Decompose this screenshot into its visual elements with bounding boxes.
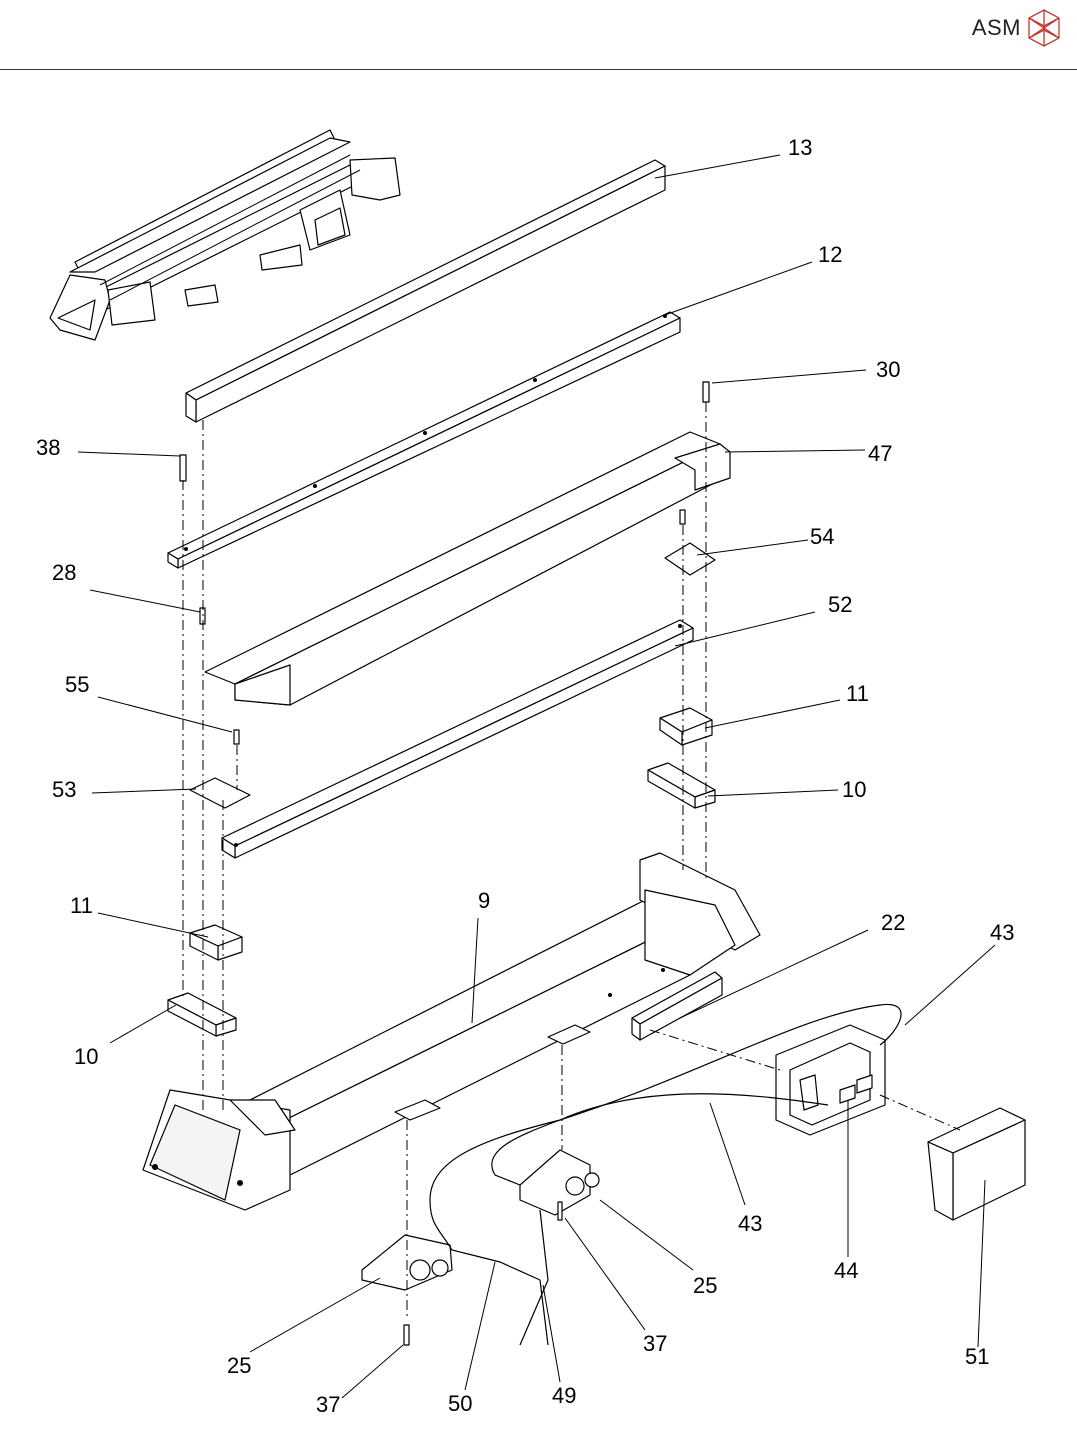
- label-10-right: 10: [842, 777, 866, 802]
- label-28: 28: [52, 560, 76, 585]
- asm-cube-logo-icon: [1027, 8, 1061, 48]
- label-10-left: 10: [74, 1044, 98, 1069]
- label-37-left: 37: [316, 1392, 340, 1417]
- part-13-top-rail: [186, 160, 665, 422]
- label-13: 13: [788, 135, 812, 160]
- label-12: 12: [818, 242, 842, 267]
- label-50: 50: [448, 1391, 472, 1416]
- label-38: 38: [36, 435, 60, 460]
- label-37-right: 37: [643, 1331, 667, 1356]
- part-10-bracket-right: [648, 763, 715, 808]
- part-11-spacer-left: [190, 925, 242, 960]
- label-43-top: 43: [990, 920, 1014, 945]
- part-54-plate: [665, 543, 715, 575]
- label-49: 49: [552, 1383, 576, 1408]
- label-55: 55: [65, 672, 89, 697]
- label-9: 9: [478, 888, 490, 913]
- page-header: ASM: [0, 0, 1077, 70]
- part-9-base-frame: [143, 853, 760, 1210]
- label-25-right: 25: [693, 1273, 717, 1298]
- assembled-overview: [50, 130, 400, 340]
- label-51: 51: [965, 1344, 989, 1369]
- part-51-cover: [928, 1108, 1025, 1220]
- label-53: 53: [52, 777, 76, 802]
- part-53-plate: [190, 778, 250, 808]
- label-11-left: 11: [70, 893, 93, 918]
- label-11-right: 11: [846, 681, 869, 706]
- label-43-bottom: 43: [738, 1211, 762, 1236]
- label-25-left: 25: [227, 1353, 251, 1378]
- label-47: 47: [868, 441, 892, 466]
- brand-logo: ASM: [972, 8, 1061, 48]
- label-52: 52: [828, 592, 852, 617]
- label-54: 54: [810, 524, 834, 549]
- exploded-view-diagram: 13 12 30 38 47 54 28 52 55 11 53 10 11 9…: [0, 70, 1077, 1449]
- exploded-view-svg: 13 12 30 38 47 54 28 52 55 11 53 10 11 9…: [0, 70, 1077, 1449]
- part-44-control-box: [776, 1025, 885, 1135]
- brand-name: ASM: [972, 15, 1021, 41]
- part-47-cover-channel: [205, 432, 730, 705]
- part-10-bracket-left: [168, 993, 236, 1036]
- label-30: 30: [876, 357, 900, 382]
- label-22: 22: [881, 910, 905, 935]
- part-11-spacer-right: [660, 708, 712, 745]
- label-44: 44: [834, 1258, 858, 1283]
